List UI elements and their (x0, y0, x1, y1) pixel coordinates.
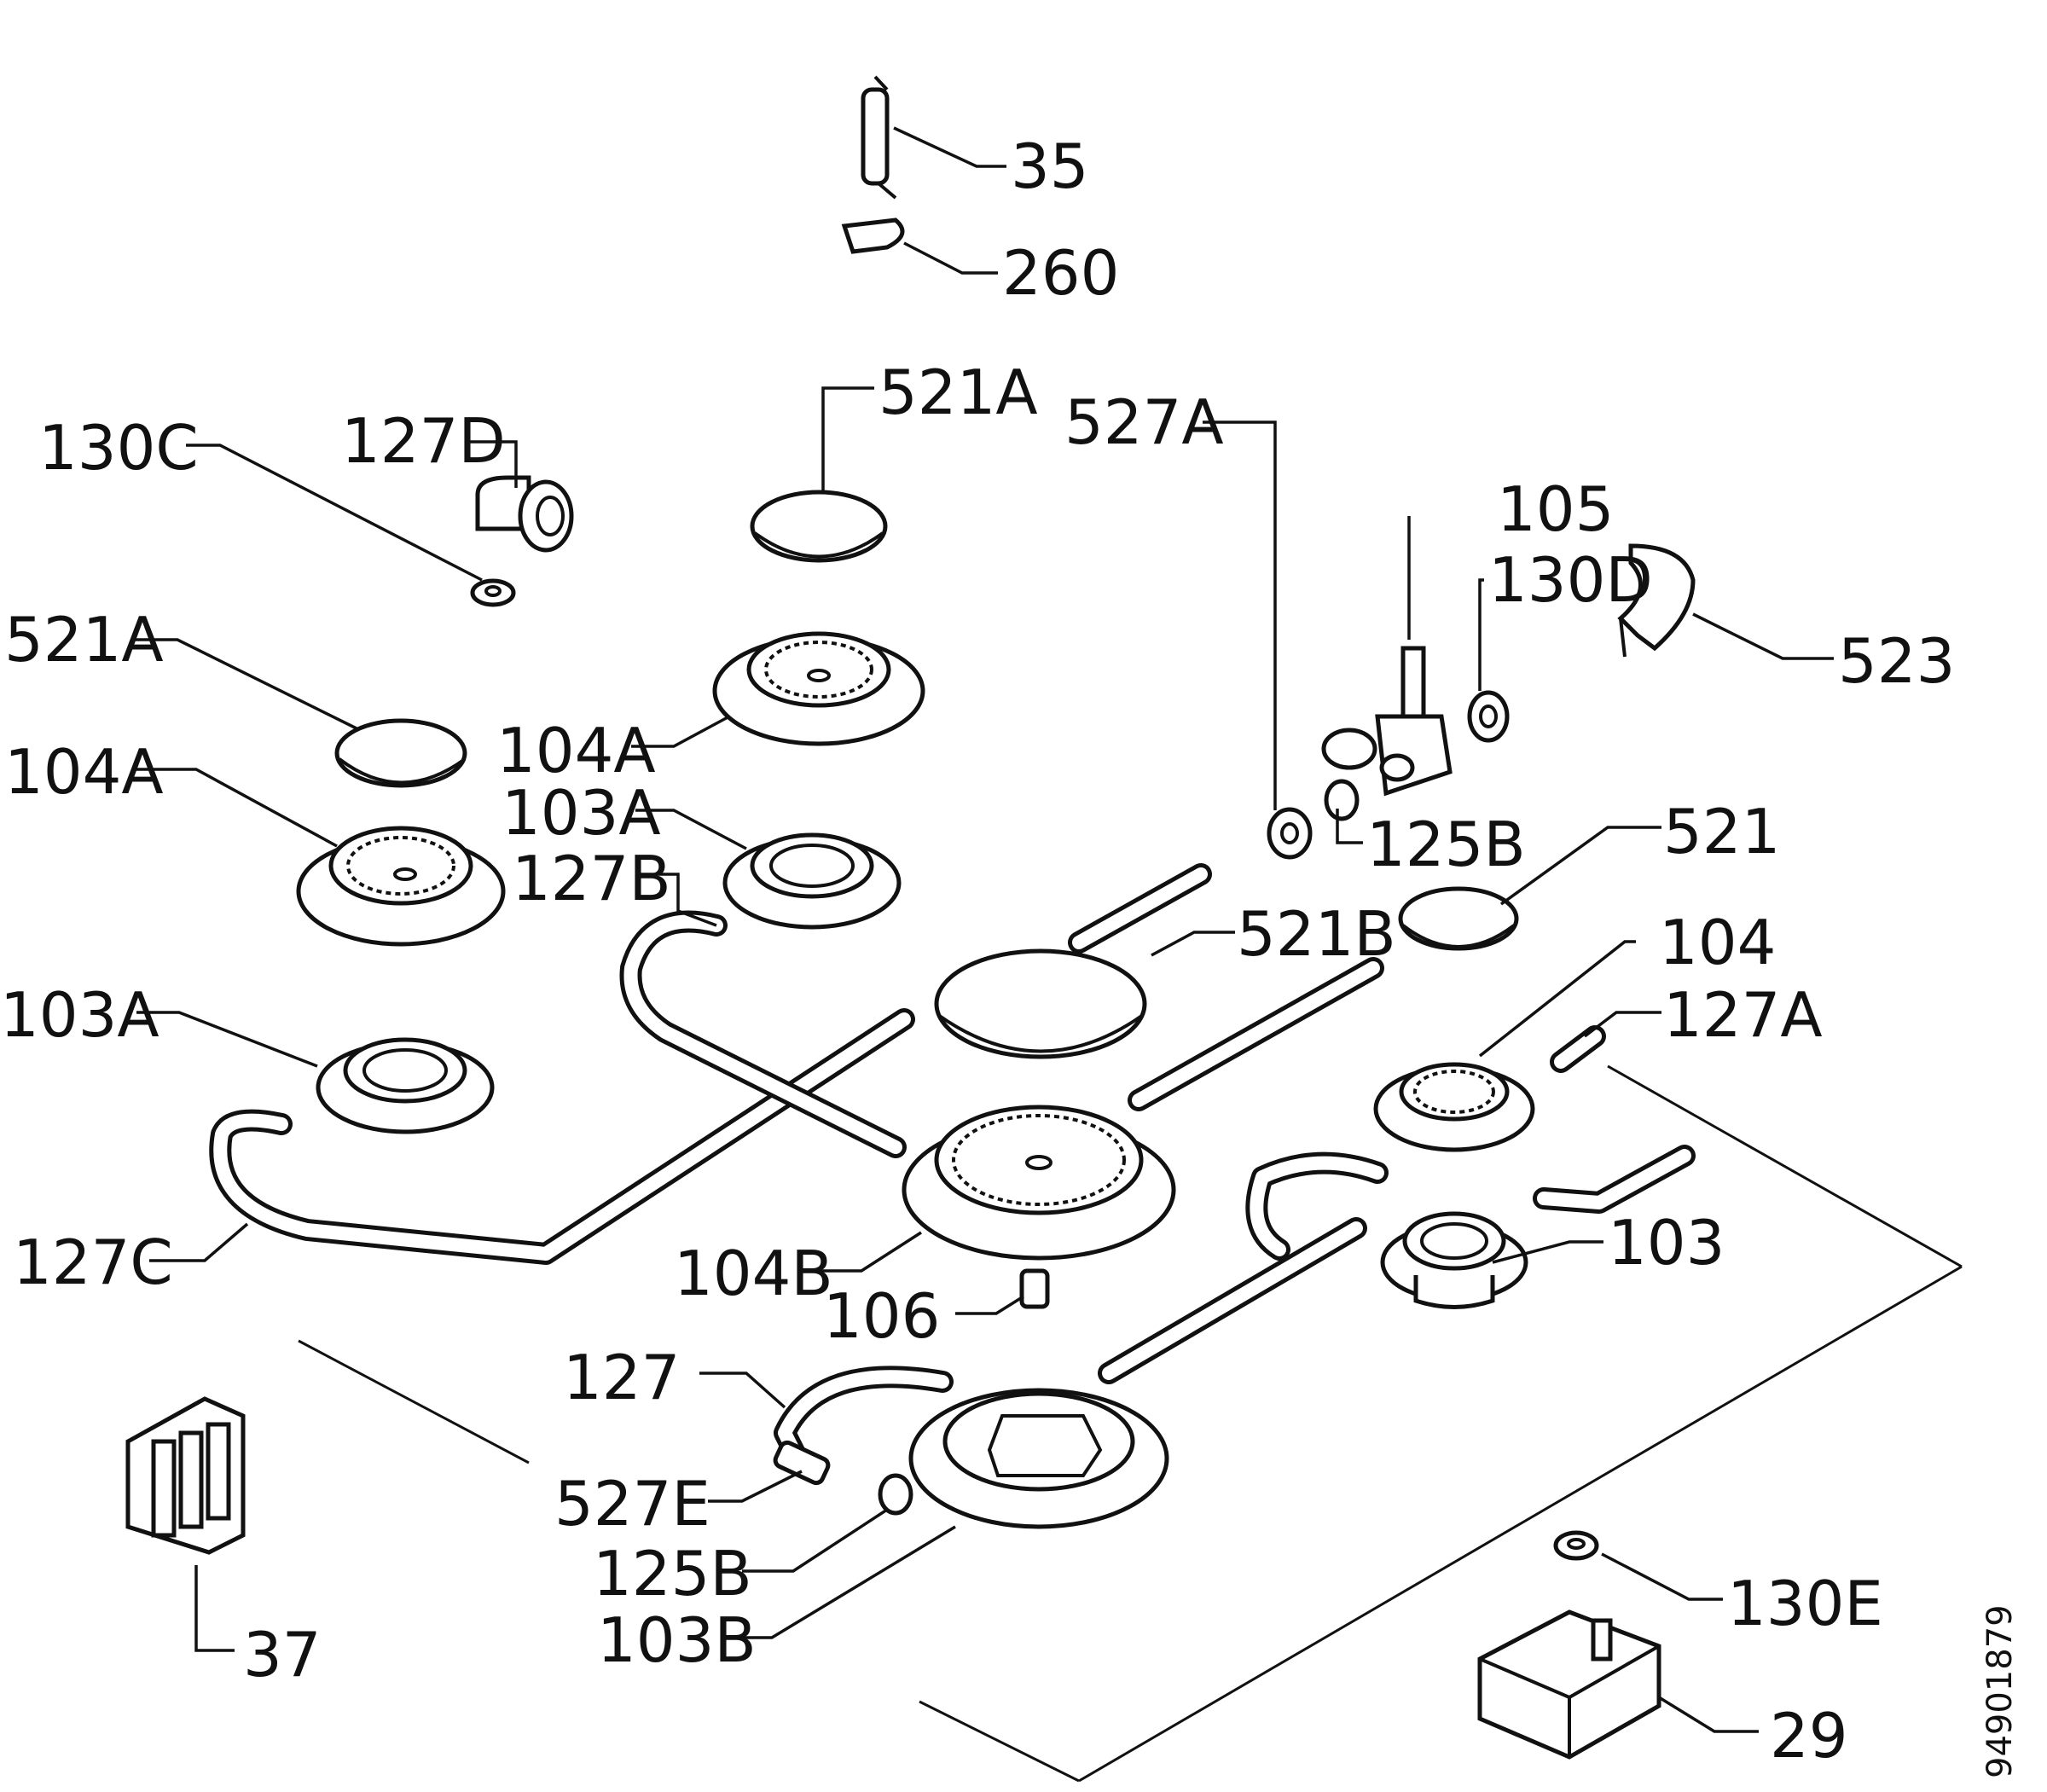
label-29: 29 (1770, 1700, 1848, 1772)
label-127B: 127B (512, 843, 671, 914)
label-104A-left: 104A (4, 736, 164, 808)
part-127D-elbow (475, 475, 574, 553)
part-521B-cap-large (934, 948, 1147, 1059)
part-521A-cap-left (334, 718, 467, 788)
label-127C: 127C (13, 1227, 173, 1298)
part-103-burner-base (1380, 1211, 1528, 1309)
callout-labels: 35 260 130C 127D 521A 527A 105 130D 523 … (0, 130, 2020, 1778)
label-104A-upper: 104A (496, 715, 656, 786)
label-125B-lower: 125B (593, 1538, 752, 1609)
part-103B-burner-base-large (908, 1388, 1169, 1529)
part-125B-injector-lower (878, 1473, 913, 1516)
part-103A-burner-base-left (316, 1037, 495, 1134)
part-104-burner-crown (1373, 1062, 1535, 1152)
part-260-clip (841, 217, 905, 254)
label-130C: 130C (38, 412, 199, 484)
part-125B-injector-upper (1324, 779, 1360, 821)
label-104: 104 (1659, 907, 1776, 978)
label-104B: 104B (674, 1238, 833, 1309)
label-130E: 130E (1727, 1568, 1883, 1639)
part-130E-washer (1553, 1530, 1599, 1561)
part-105-gas-tap (1321, 646, 1453, 797)
part-104A-burner-crown-upper (712, 631, 925, 746)
part-130D-washer (1467, 690, 1510, 743)
document-number: 94901879 (1980, 1604, 2020, 1778)
part-106-injector (1019, 1268, 1050, 1309)
label-125B-upper: 125B (1366, 809, 1526, 880)
label-35: 35 (1011, 130, 1089, 202)
part-527A-nut (1267, 807, 1313, 860)
label-521: 521 (1663, 796, 1780, 867)
label-521B: 521B (1237, 898, 1396, 970)
part-521A-cap-top (750, 490, 888, 563)
label-103: 103 (1608, 1207, 1725, 1279)
gas-tubes (209, 863, 1696, 1470)
label-127: 127 (563, 1342, 680, 1413)
label-260: 260 (1002, 237, 1119, 309)
part-527E-fitting (773, 1440, 831, 1486)
label-103A-upper: 103A (502, 777, 661, 849)
part-523-bracket (1617, 543, 1696, 658)
part-103A-burner-base-upper (722, 832, 902, 930)
part-130C-washer (470, 578, 516, 607)
leader-lines (135, 126, 1834, 1733)
label-521A-left: 521A (4, 604, 164, 676)
hob-outline (298, 1064, 1963, 1783)
part-35-ignition-electrode (861, 75, 897, 200)
label-527A: 527A (1064, 386, 1224, 458)
label-106: 106 (823, 1280, 940, 1352)
label-105: 105 (1497, 473, 1614, 545)
label-523: 523 (1838, 625, 1955, 697)
label-521A-top: 521A (879, 357, 1038, 428)
label-103A-left: 103A (0, 979, 159, 1051)
label-130D: 130D (1488, 544, 1653, 616)
part-104A-burner-crown-left (296, 826, 506, 947)
part-37-terminal-block (125, 1396, 246, 1555)
label-527E: 527E (554, 1468, 710, 1540)
label-127A: 127A (1663, 979, 1823, 1051)
part-104B-burner-crown-large (902, 1105, 1176, 1261)
label-37: 37 (243, 1619, 322, 1691)
part-521-cap (1398, 886, 1519, 951)
label-103B: 103B (597, 1604, 757, 1676)
part-29-ignition-generator (1477, 1609, 1661, 1760)
label-127D: 127D (341, 405, 506, 477)
